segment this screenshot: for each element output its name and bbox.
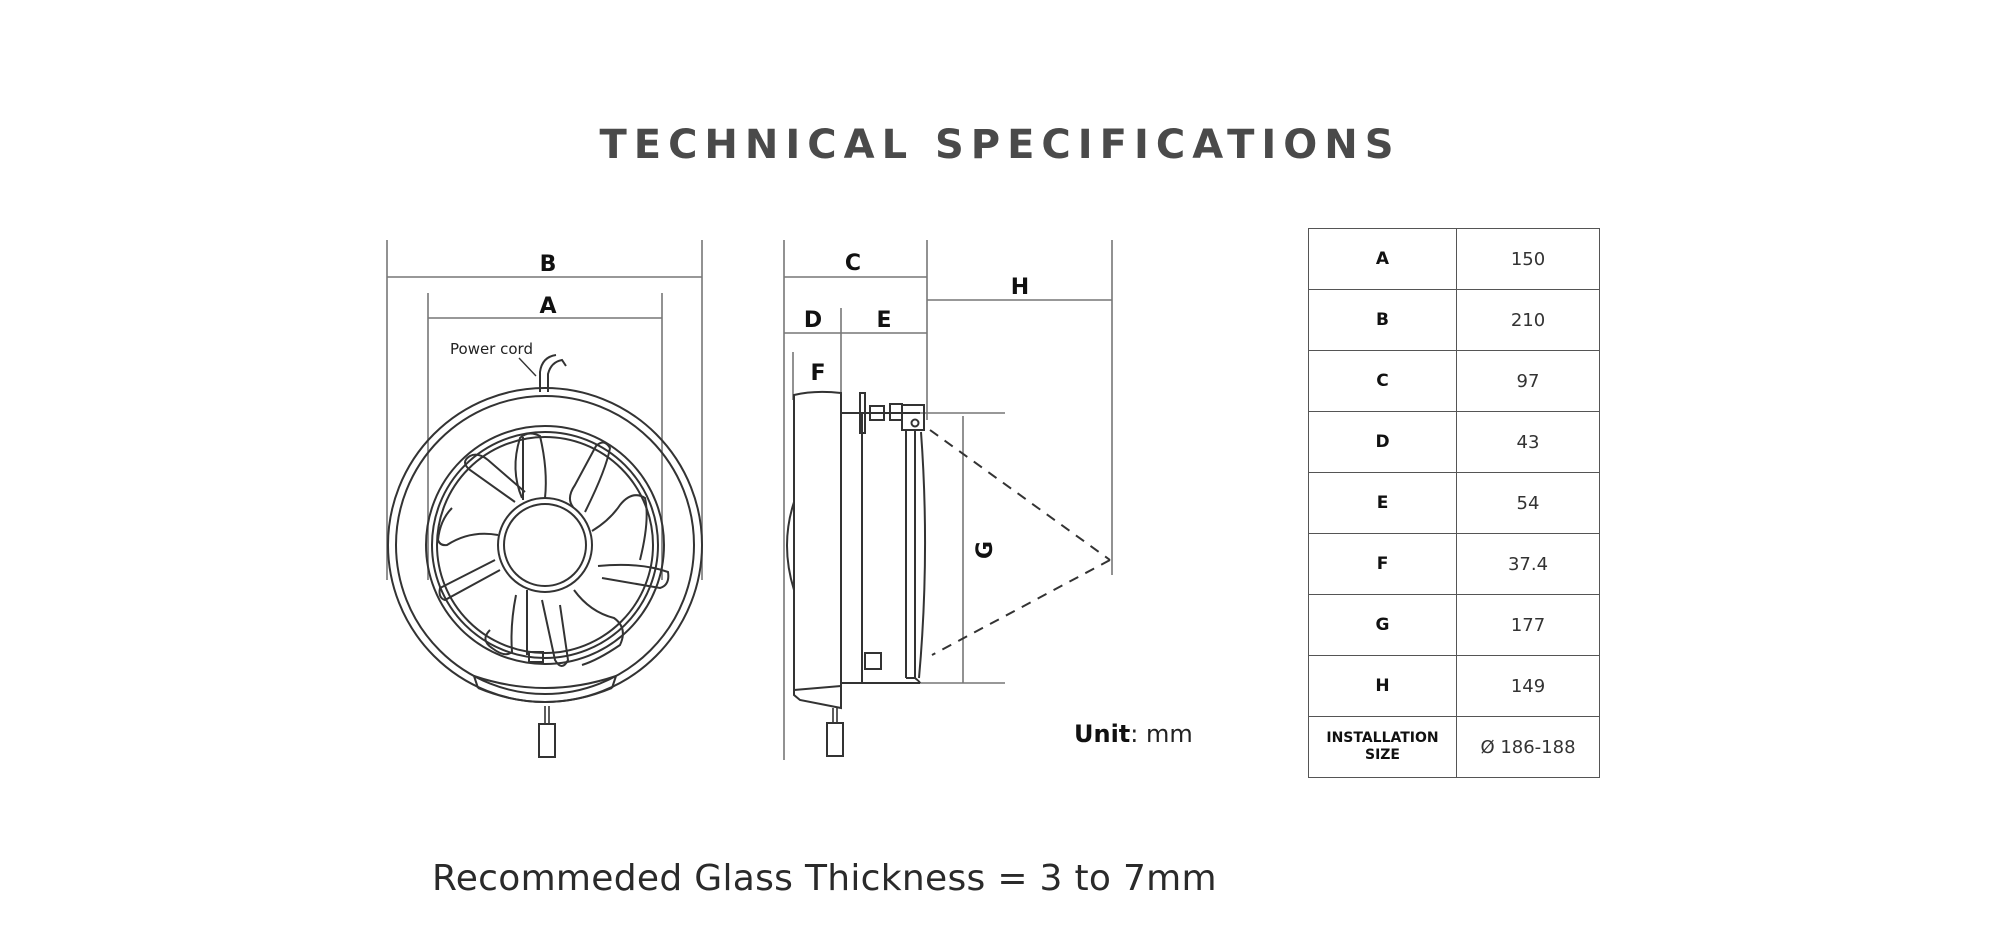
spec-key: B	[1308, 289, 1457, 351]
spec-key: H	[1308, 655, 1457, 717]
unit-value: : mm	[1130, 720, 1193, 748]
power-cord-label: Power cord	[450, 340, 533, 358]
spec-value: 150	[1456, 228, 1600, 290]
page-title: TECHNICAL SPECIFICATIONS	[599, 122, 1401, 168]
dim-label-d: D	[804, 308, 822, 333]
installation-size-value: Ø 186-188	[1456, 716, 1600, 778]
spec-value: 97	[1456, 350, 1600, 412]
side-view-dimensions	[783, 240, 1113, 760]
opening-angle-lines	[929, 429, 1111, 656]
dim-label-e: E	[876, 308, 891, 333]
spec-key: D	[1308, 411, 1457, 473]
dim-label-c: C	[845, 251, 861, 276]
spec-key: G	[1308, 594, 1457, 656]
installation-key-line2: SIZE	[1364, 747, 1400, 763]
dim-label-a: A	[539, 294, 556, 319]
installation-key-line1: INSTALLATION	[1326, 730, 1439, 746]
unit-note: Unit: mm	[1074, 720, 1193, 748]
unit-label: Unit	[1074, 720, 1131, 748]
spec-key: F	[1308, 533, 1457, 595]
spec-value: 43	[1456, 411, 1600, 473]
spec-value: 54	[1456, 472, 1600, 534]
spec-value: 149	[1456, 655, 1600, 717]
spec-value: 37.4	[1456, 533, 1600, 595]
spec-key: A	[1308, 228, 1457, 290]
spec-key: C	[1308, 350, 1457, 412]
fan-front-view	[387, 354, 703, 758]
dim-label-f: F	[810, 361, 825, 386]
dim-label-h: H	[1011, 275, 1029, 300]
dim-label-b: B	[540, 252, 557, 277]
spec-key: E	[1308, 472, 1457, 534]
spec-value: 177	[1456, 594, 1600, 656]
fan-side-view	[786, 390, 927, 757]
front-view-dimensions	[386, 240, 703, 580]
glass-thickness-note: Recommeded Glass Thickness = 3 to 7mm	[432, 858, 1217, 899]
spec-value: 210	[1456, 289, 1600, 351]
dim-label-g: G	[973, 541, 998, 559]
